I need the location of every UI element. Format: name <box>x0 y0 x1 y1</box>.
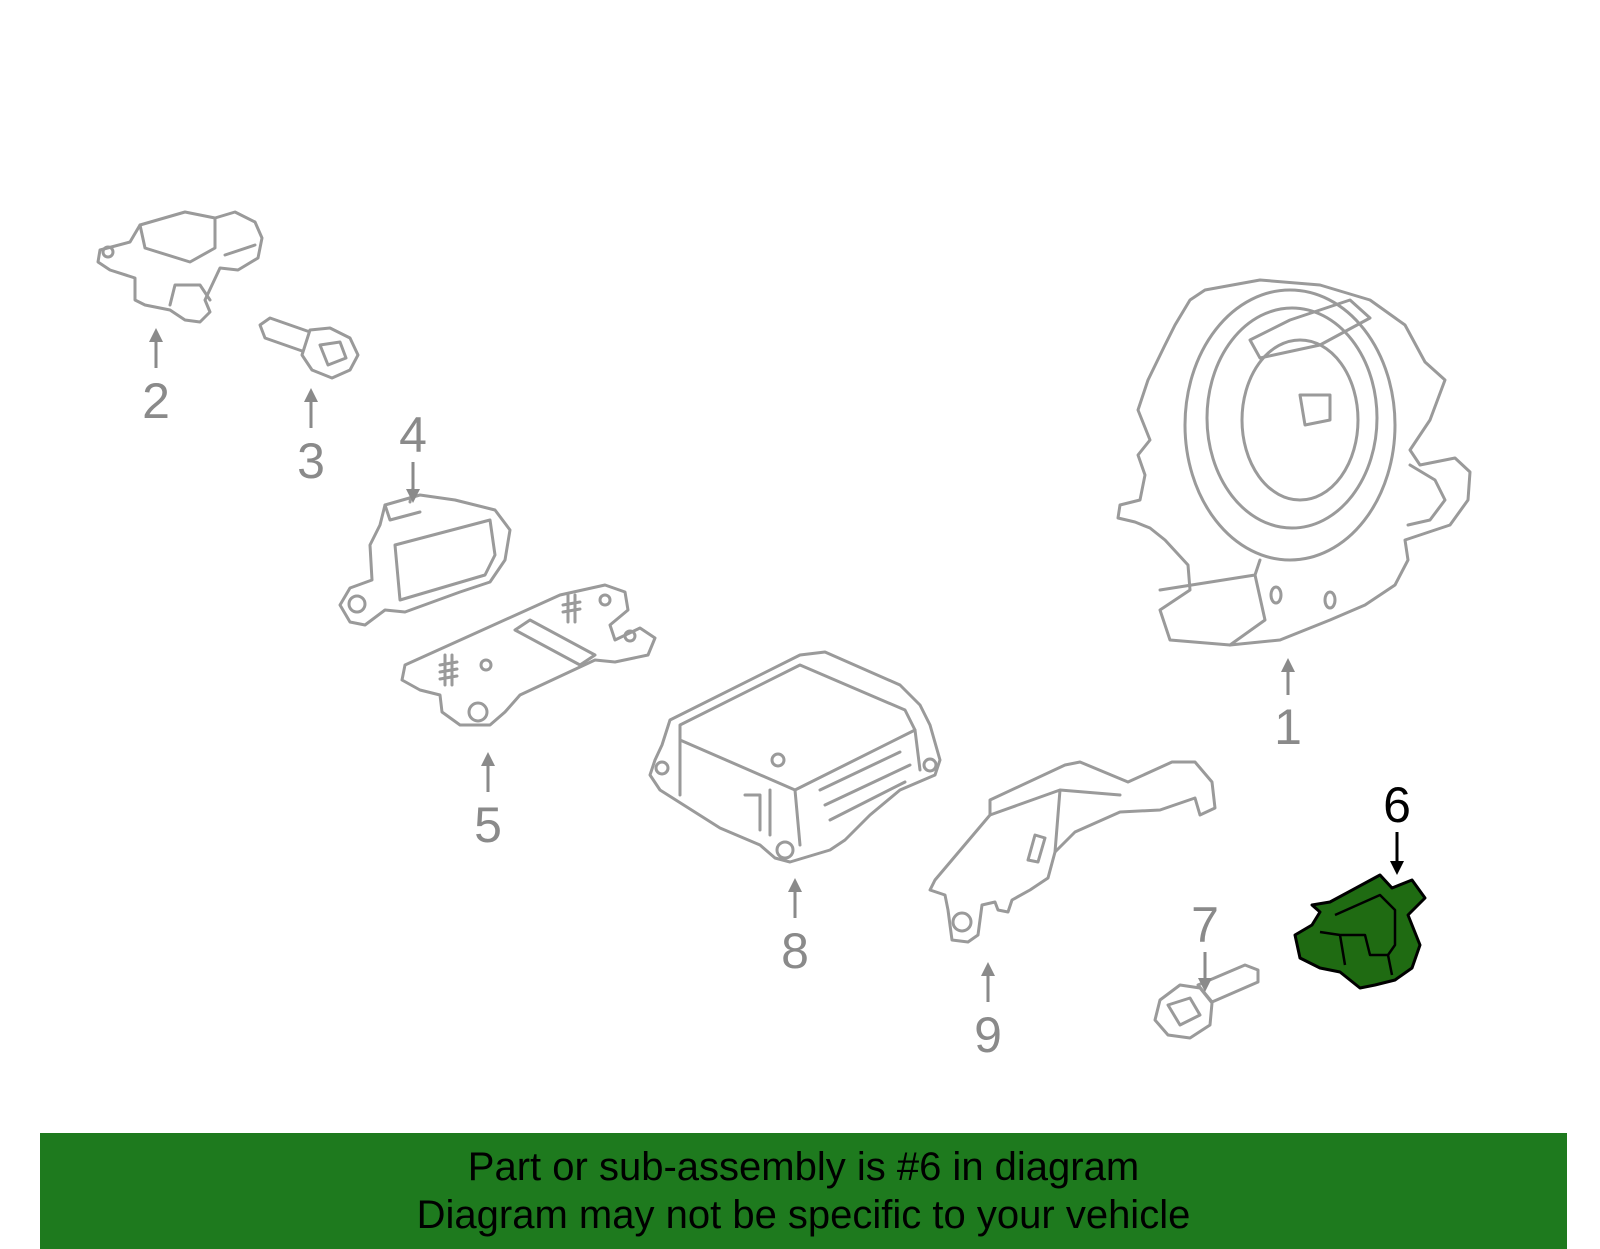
callout-9: 9 <box>974 1007 1002 1063</box>
callout-5: 5 <box>474 797 502 853</box>
part-3-bolt <box>258 316 360 380</box>
part-2-sensor <box>96 210 264 324</box>
callout-2: 2 <box>142 373 170 429</box>
callout-7: 7 <box>1191 897 1219 953</box>
callout-6: 6 <box>1383 777 1411 833</box>
part-1-clockspring <box>1116 278 1472 647</box>
part-9-bracket <box>928 760 1217 944</box>
callout-1: 1 <box>1274 699 1302 755</box>
callout-arrows <box>149 328 1404 1002</box>
banner-line-1: Part or sub-assembly is #6 in diagram <box>467 1145 1140 1189</box>
callout-3: 3 <box>297 433 325 489</box>
part-7-bolt <box>1153 963 1260 1040</box>
info-banner: Part or sub-assembly is #6 in diagram Di… <box>40 1133 1567 1249</box>
part-4-module <box>338 488 512 627</box>
callout-8: 8 <box>781 923 809 979</box>
callout-4: 4 <box>399 407 427 463</box>
part-5-bracket <box>400 583 657 727</box>
part-6-highlighted <box>1293 873 1427 990</box>
banner-line-2: Diagram may not be specific to your vehi… <box>416 1193 1191 1237</box>
part-8-control-module <box>648 650 942 864</box>
